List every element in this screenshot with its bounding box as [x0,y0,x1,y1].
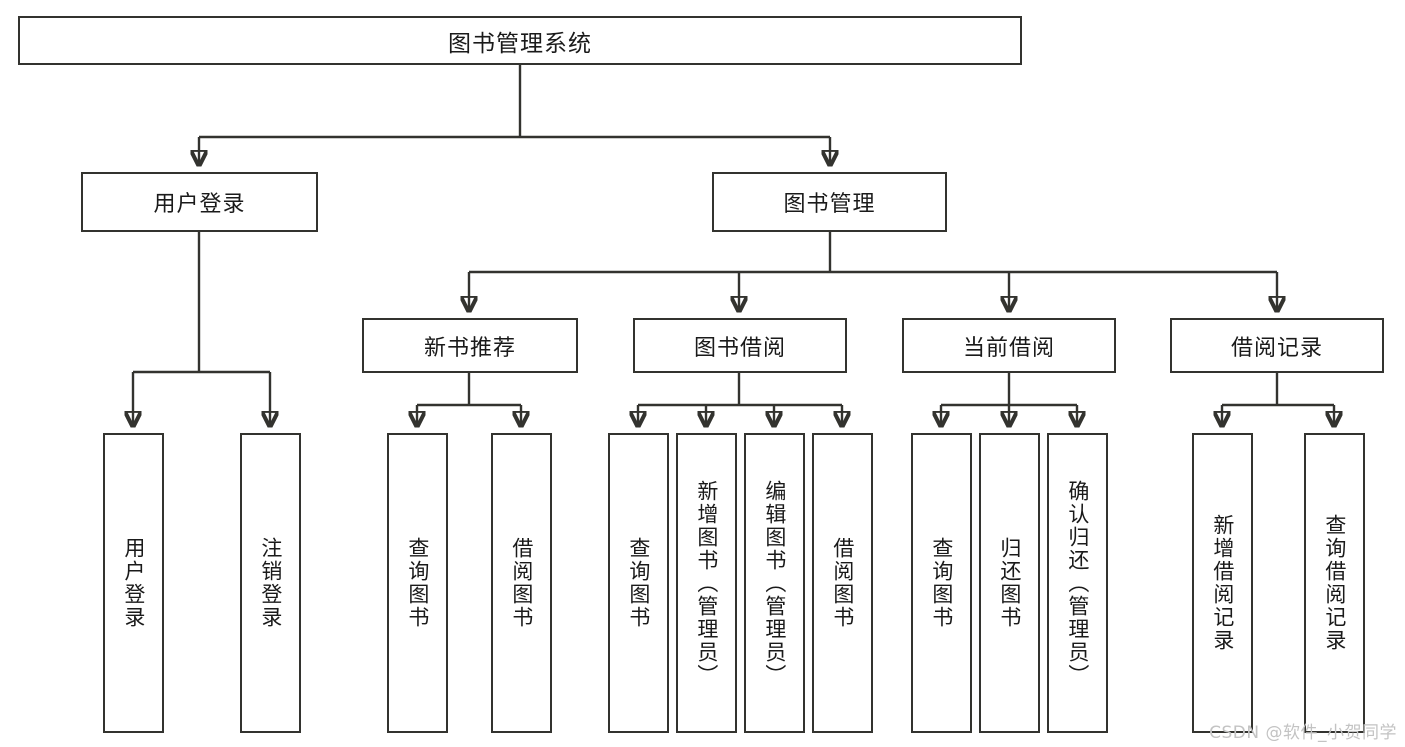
leaf-record-add[interactable]: 新增借阅记录 [1192,433,1253,733]
node-label: 当前借阅 [962,335,1055,361]
node-label: 用户登录 [121,537,146,629]
leaf-record-query[interactable]: 查询借阅记录 [1304,433,1365,733]
node-label: 借阅记录 [1230,335,1323,361]
node-label: 查询图书 [626,537,651,629]
leaf-current-return-book[interactable]: 归还图书 [979,433,1040,733]
node-label: 新书推荐 [423,335,516,361]
node-label: 查询借阅记录 [1322,514,1347,652]
node-label: 新增图书（管理员） [694,479,719,687]
node-new-book-recommend[interactable]: 新书推荐 [362,318,578,373]
leaf-borrow-add-book[interactable]: 新增图书（管理员） [676,433,737,733]
node-label: 借阅图书 [830,537,855,629]
node-label: 查询图书 [405,537,430,629]
node-borrow-record[interactable]: 借阅记录 [1170,318,1384,373]
leaf-borrow-edit-book[interactable]: 编辑图书（管理员） [744,433,805,733]
leaf-new-book-borrow[interactable]: 借阅图书 [491,433,552,733]
node-root-system[interactable]: 图书管理系统 [18,16,1022,65]
node-current-borrow[interactable]: 当前借阅 [902,318,1116,373]
leaf-borrow-borrow-book[interactable]: 借阅图书 [812,433,873,733]
node-label: 归还图书 [997,537,1022,629]
node-label: 编辑图书（管理员） [762,479,787,687]
leaf-new-book-query[interactable]: 查询图书 [387,433,448,733]
leaf-current-confirm-return[interactable]: 确认归还（管理员） [1047,433,1108,733]
watermark-text: CSDN @软件_小贺同学 [1209,723,1397,743]
node-user-login[interactable]: 用户登录 [81,172,318,232]
node-book-borrow[interactable]: 图书借阅 [633,318,847,373]
leaf-current-query-book[interactable]: 查询图书 [911,433,972,733]
node-label: 图书管理系统 [448,30,592,57]
node-label: 查询图书 [929,537,954,629]
node-label: 图书管理 [783,192,876,217]
leaf-user-login-signout[interactable]: 注销登录 [240,433,301,733]
node-label: 图书借阅 [693,335,786,361]
node-label: 新增借阅记录 [1210,514,1235,652]
node-book-management[interactable]: 图书管理 [712,172,947,232]
node-label: 确认归还（管理员） [1065,479,1090,687]
leaf-borrow-query-book[interactable]: 查询图书 [608,433,669,733]
leaf-user-login-signin[interactable]: 用户登录 [103,433,164,733]
node-label: 注销登录 [258,537,283,629]
node-label: 用户登录 [153,192,246,217]
node-label: 借阅图书 [509,537,534,629]
